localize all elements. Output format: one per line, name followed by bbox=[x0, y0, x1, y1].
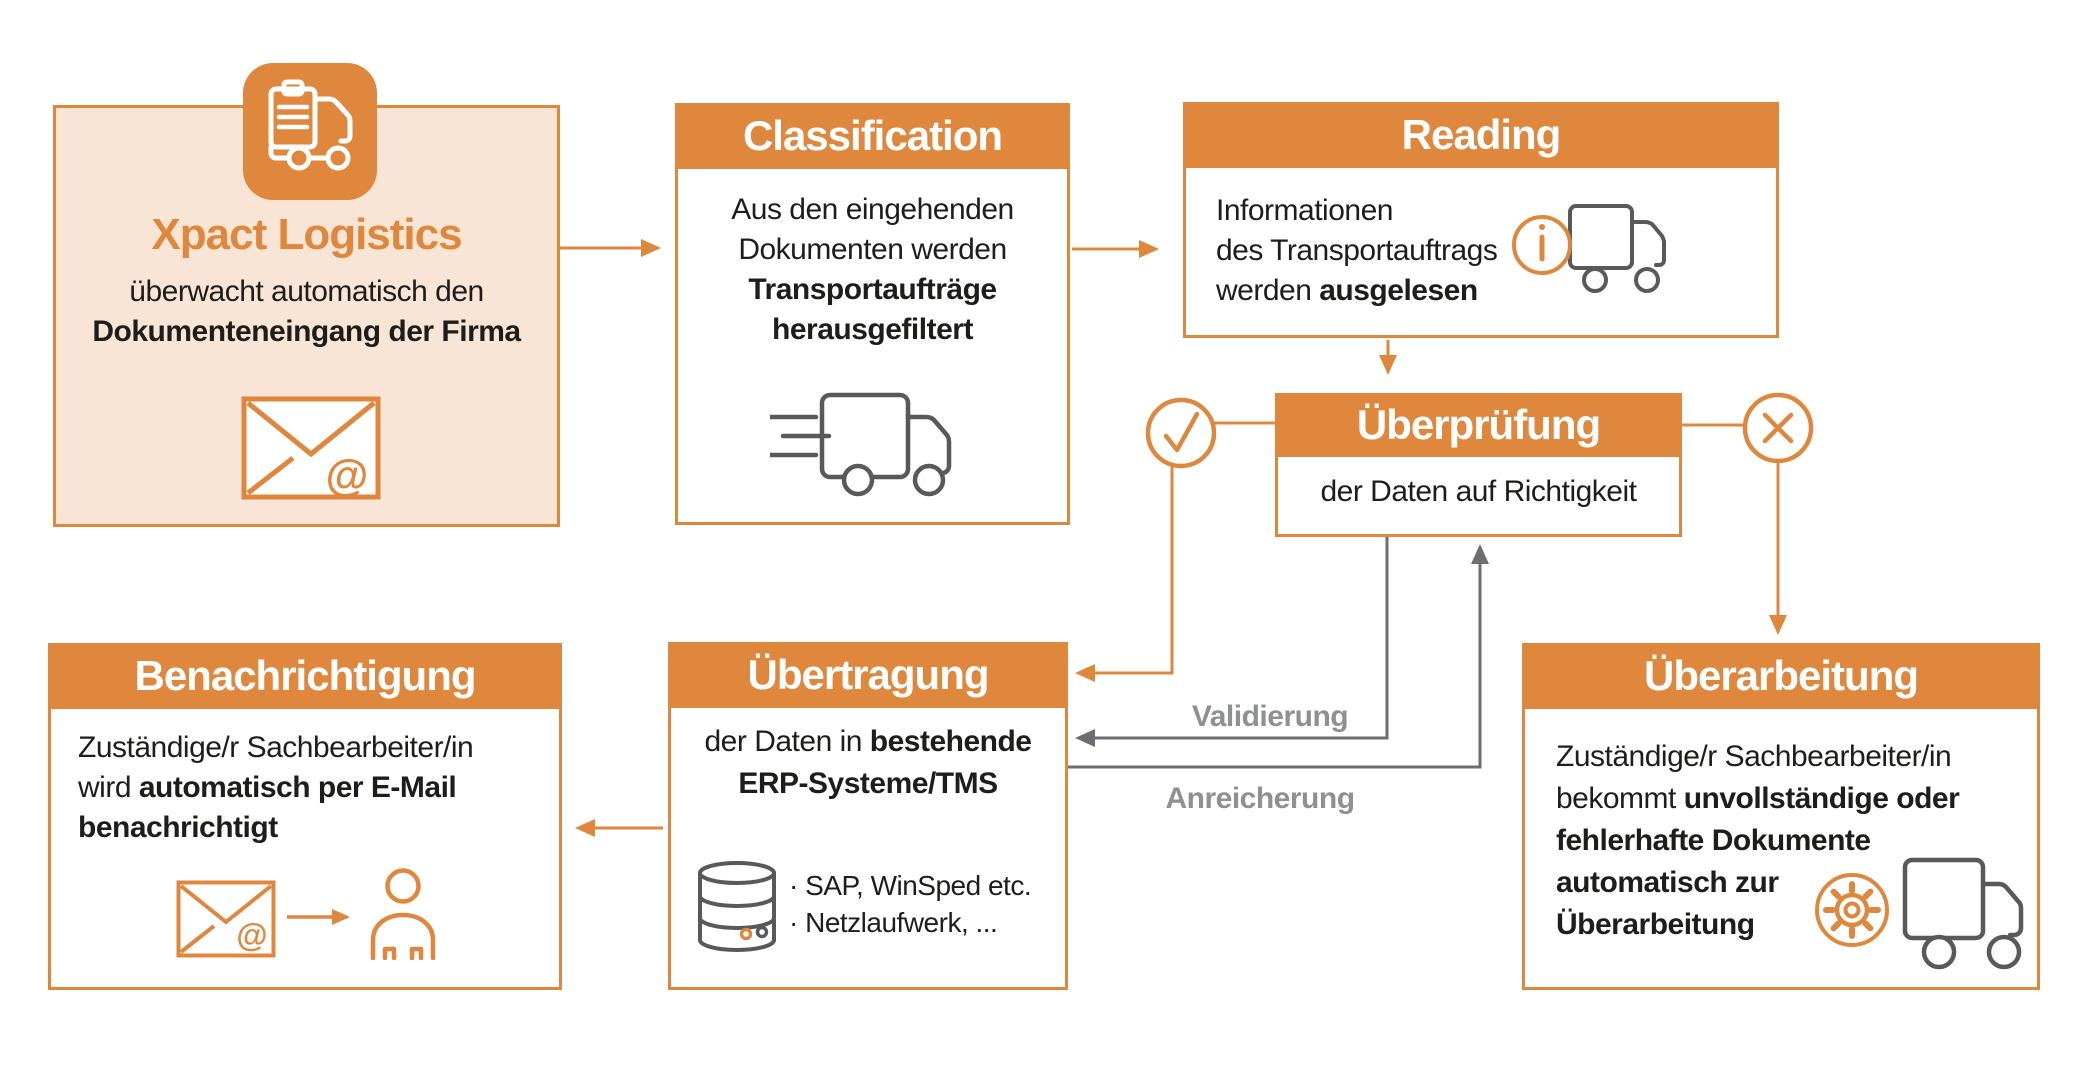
edge-check-to-uebertragung bbox=[1075, 464, 1174, 682]
anreicherung-label: Anreicherung bbox=[1165, 782, 1355, 815]
reading-line2: des Transportauftrags bbox=[1216, 234, 1498, 267]
classification-title: Classification bbox=[675, 103, 1070, 169]
classification-line2: Dokumenten werden bbox=[738, 233, 1007, 266]
uebertragung-title: Übertragung bbox=[668, 642, 1068, 708]
email-at-icon: @ bbox=[241, 396, 381, 500]
classification-line3: Transportaufträge bbox=[748, 273, 997, 306]
ueberarbeitung-line3: fehlerhafte Dokumente bbox=[1556, 824, 1871, 857]
xpact-line2: Dokumenteneingang der Firma bbox=[92, 315, 521, 348]
reading-description: Informationen des Transportauftrags werd… bbox=[1216, 191, 1498, 311]
classification-description: Aus den eingehenden Dokumenten werden Tr… bbox=[678, 190, 1067, 350]
cross-circle-icon bbox=[1742, 392, 1814, 464]
at-symbol: @ bbox=[326, 451, 369, 500]
ueberarbeitung-line2: bekommt unvollständige oder bbox=[1556, 782, 1960, 815]
ueberarbeitung-line1: Zuständige/r Sachbearbeiter/in bbox=[1556, 740, 1952, 773]
node-ueberpruefung: Überprüfung der Daten auf Richtigkeit bbox=[1275, 393, 1682, 537]
xpact-line1: überwacht automatisch den bbox=[129, 275, 484, 308]
system-bullet-2: · Netzlaufwerk, ... bbox=[789, 907, 998, 938]
person-icon bbox=[370, 868, 436, 960]
database-icon bbox=[698, 861, 776, 952]
mail-to-person-arrow bbox=[287, 909, 350, 925]
ueberarbeitung-line4: automatisch zur bbox=[1556, 866, 1779, 899]
ueberarbeitung-line5: Überarbeitung bbox=[1556, 908, 1755, 941]
uebertragung-line1: der Daten in bestehende bbox=[704, 725, 1032, 758]
reading-line3: werden ausgelesen bbox=[1216, 274, 1478, 307]
uebertragung-description: der Daten in bestehende ERP-Systeme/TMS bbox=[671, 721, 1065, 805]
reading-title: Reading bbox=[1183, 102, 1779, 168]
info-truck-icon bbox=[1512, 204, 1666, 293]
node-benachrichtigung: Benachrichtigung Zuständige/r Sachbearbe… bbox=[48, 643, 562, 990]
ueberarbeitung-title: Überarbeitung bbox=[1522, 643, 2040, 709]
uebertragung-systems-list: · SAP, WinSped etc. · Netzlaufwerk, ... bbox=[789, 867, 1032, 941]
node-classification: Classification Aus den eingehenden Dokum… bbox=[675, 103, 1070, 525]
validierung-label: Validierung bbox=[1191, 700, 1349, 733]
xpact-description: überwacht automatisch den Dokumenteneing… bbox=[56, 272, 557, 352]
gear-truck-icon bbox=[1815, 857, 2024, 970]
email-at-icon-small: @ bbox=[176, 880, 276, 958]
classification-line1: Aus den eingehenden bbox=[731, 193, 1014, 226]
edge-anreicherung bbox=[1068, 544, 1489, 769]
benachrichtigung-description: Zuständige/r Sachbearbeiter/in wird auto… bbox=[78, 728, 474, 848]
system-bullet-1: · SAP, WinSped etc. bbox=[789, 870, 1032, 901]
clipboard-truck-icon bbox=[243, 63, 377, 200]
fast-truck-icon bbox=[770, 392, 952, 497]
classification-line4: herausgefiltert bbox=[772, 313, 973, 346]
benachrichtigung-line1: Zuständige/r Sachbearbeiter/in bbox=[78, 731, 474, 764]
benachrichtigung-line3: benachrichtigt bbox=[78, 811, 278, 844]
check-circle-icon bbox=[1145, 397, 1217, 469]
ueberpruefung-body: der Daten auf Richtigkeit bbox=[1320, 475, 1637, 508]
node-ueberarbeitung: Überarbeitung Zuständige/r Sachbearbeite… bbox=[1522, 643, 2040, 990]
ueberpruefung-title: Überprüfung bbox=[1275, 393, 1682, 457]
benachrichtigung-line2: wird automatisch per E-Mail bbox=[78, 771, 457, 804]
node-uebertragung: Übertragung der Daten in bestehende ERP-… bbox=[668, 642, 1068, 990]
uebertragung-line2: ERP-Systeme/TMS bbox=[738, 767, 998, 800]
node-reading: Reading Informationen des Transportauftr… bbox=[1183, 102, 1779, 338]
ueberarbeitung-description: Zuständige/r Sachbearbeiter/in bekommt u… bbox=[1556, 736, 1960, 946]
benachrichtigung-title: Benachrichtigung bbox=[48, 643, 562, 709]
reading-line1: Informationen bbox=[1216, 194, 1393, 227]
at-symbol-small: @ bbox=[236, 917, 267, 953]
xpact-title: Xpact Logistics bbox=[151, 210, 462, 259]
